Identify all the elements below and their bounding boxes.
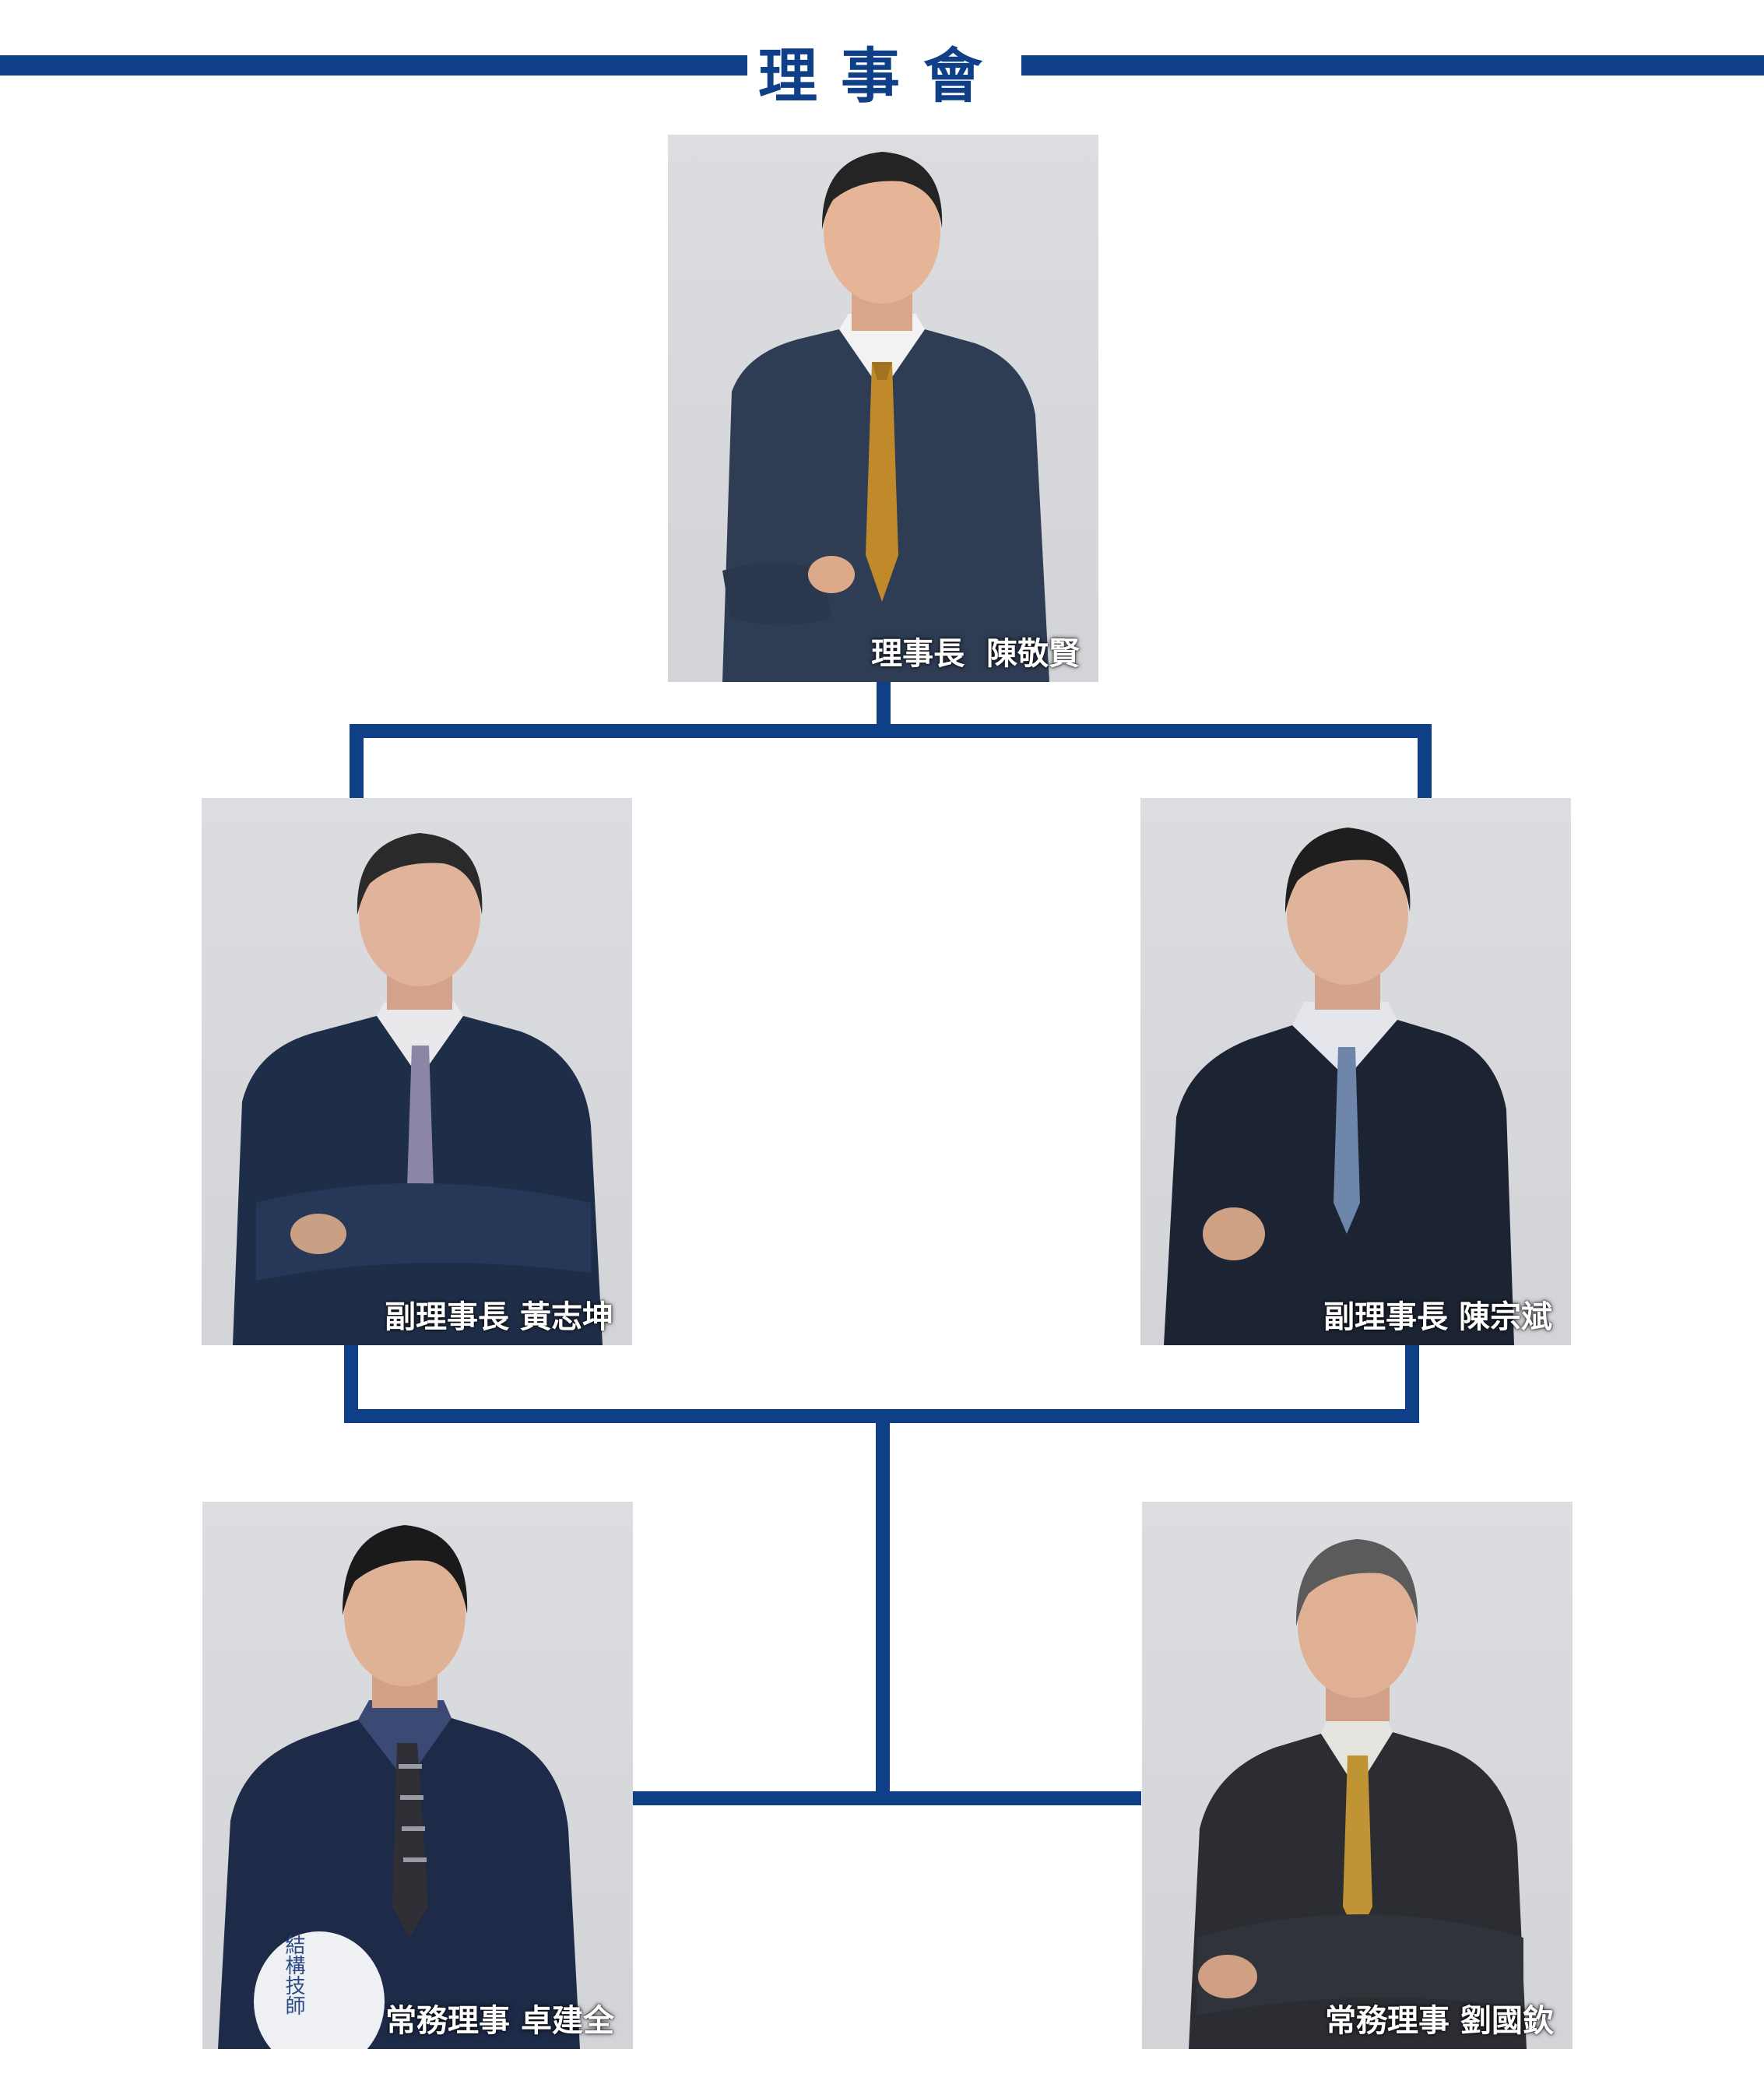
connector-top-horizontal <box>350 724 1432 738</box>
member-caption-vice-president-left: 副理事長 黃志坤 <box>385 1299 613 1335</box>
portrait-standing-director-left <box>218 1525 580 2049</box>
member-card-standing-director-left: 結構技師 常務理事 卓建全 <box>202 1502 633 2049</box>
header-rule-right <box>1021 55 1764 76</box>
member-card-vice-president-left: 副理事長 黃志坤 <box>202 798 632 1345</box>
member-caption-standing-director-right: 常務理事 劉國欽 <box>1325 2003 1554 2039</box>
portrait-president <box>722 152 1049 682</box>
member-card-vice-president-right: 副理事長 陳宗斌 <box>1140 798 1571 1345</box>
connector-president-stem <box>877 680 891 736</box>
member-caption-vice-president-right: 副理事長 陳宗斌 <box>1323 1299 1552 1335</box>
member-card-standing-director-right: 常務理事 劉國欽 <box>1142 1502 1572 2049</box>
connector-mid-left-rise <box>344 1344 358 1423</box>
header-rule-left <box>0 55 747 76</box>
connector-bottom-horizontal <box>632 1791 1141 1805</box>
connector-top-right-drop <box>1418 724 1432 799</box>
portrait-vice-president-left <box>233 833 603 1345</box>
portrait-vice-president-right <box>1164 828 1514 1345</box>
connector-top-left-drop <box>350 724 364 799</box>
connector-center-stem <box>876 1409 890 1801</box>
member-card-president: 理事長 陳敬賢 <box>668 135 1098 682</box>
member-caption-president: 理事長 陳敬賢 <box>871 636 1080 672</box>
connector-mid-right-rise <box>1405 1344 1419 1423</box>
helmet-text: 結構技師 <box>282 1935 305 2015</box>
member-caption-standing-director-left: 常務理事 卓建全 <box>385 2003 614 2039</box>
portrait-standing-director-right <box>1189 1539 1527 2049</box>
page-title: 理事會 <box>758 41 1006 111</box>
